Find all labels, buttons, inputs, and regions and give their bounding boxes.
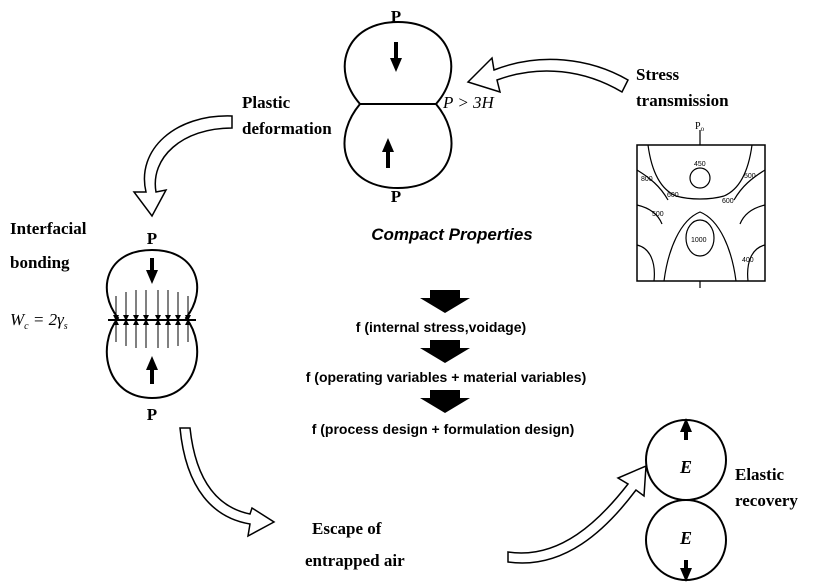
compact-properties-title: Compact Properties xyxy=(371,225,533,244)
bonding-bottom-p-label: P xyxy=(147,405,157,424)
interfacial-bonding-label: Interfacial bonding xyxy=(10,219,91,272)
down-force-arrow xyxy=(390,42,402,72)
bonding-up-arrow xyxy=(146,356,158,384)
stress-transmission-label: Stress transmission xyxy=(636,65,729,110)
contour-label-600-left: 600 xyxy=(667,192,679,199)
elastic-down-arrow xyxy=(680,560,692,582)
elastic-particle-pair: E E xyxy=(645,418,727,582)
stress-contour-map: Po 450 800 600 500 600 500 1000 400 xyxy=(636,121,766,288)
bonding-to-escape-arrow xyxy=(179,427,276,538)
stress-map-load-label: Po xyxy=(695,121,705,133)
escape-air-label: Escape of entrapped air xyxy=(305,519,405,570)
contour-label-600-right: 600 xyxy=(722,198,734,205)
top-p-label: P xyxy=(391,7,401,26)
escape-to-recovery-arrow xyxy=(507,464,647,564)
deformation-to-bonding-arrow xyxy=(132,115,233,218)
flow-arrow-1 xyxy=(420,290,470,313)
bonding-top-p-label: P xyxy=(147,229,157,248)
bonding-particle-pair: P P xyxy=(105,229,199,424)
top-particle-pair: P P P > 3H xyxy=(343,7,496,206)
stress-to-particle-arrow xyxy=(466,56,629,94)
bottom-p-label: P xyxy=(391,187,401,206)
elastic-top-e-label: E xyxy=(679,457,692,477)
bonding-down-arrow xyxy=(146,258,158,284)
elastic-recovery-label: Elastic recovery xyxy=(735,465,798,510)
function-operating-variables: f (operating variables + material variab… xyxy=(306,369,587,385)
function-internal-stress: f (internal stress,voidage) xyxy=(356,319,526,335)
elastic-bottom-e-label: E xyxy=(679,528,692,548)
flow-arrow-2 xyxy=(420,340,470,363)
inequality-label: P > 3H xyxy=(442,93,496,112)
contour-label-1000: 1000 xyxy=(691,237,707,244)
work-of-adhesion-equation: Wc = 2γs xyxy=(10,310,68,332)
contour-label-800: 800 xyxy=(641,176,653,183)
contour-label-500-left: 500 xyxy=(652,211,664,218)
elastic-up-arrow xyxy=(680,418,692,440)
interfacial-force-lines xyxy=(108,290,196,348)
function-process-design: f (process design + formulation design) xyxy=(312,421,575,437)
plastic-deformation-label: Plastic deformation xyxy=(242,93,332,138)
contour-label-450: 450 xyxy=(694,161,706,168)
up-force-arrow xyxy=(382,138,394,168)
contour-label-500-right: 500 xyxy=(744,173,756,180)
contour-label-400: 400 xyxy=(742,257,754,264)
flow-arrow-3 xyxy=(420,390,470,413)
